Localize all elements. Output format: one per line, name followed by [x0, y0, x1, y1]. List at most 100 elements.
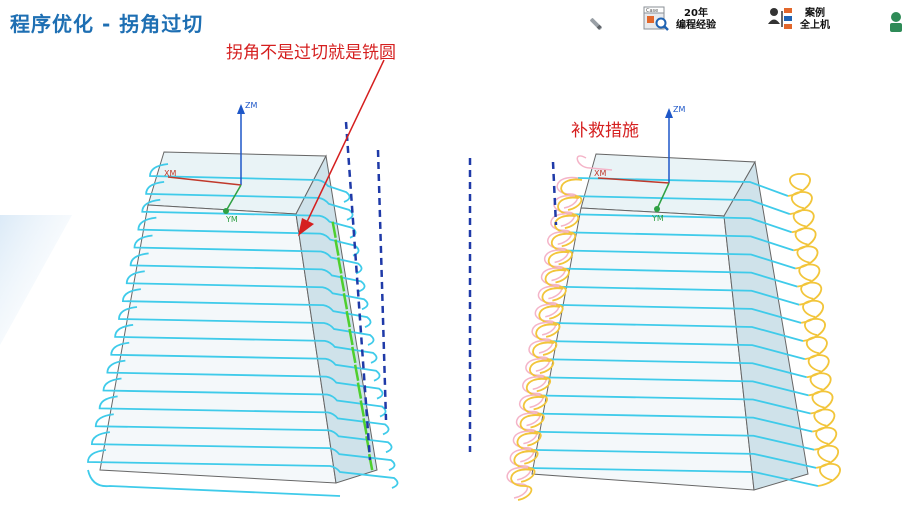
right-y-label: YM	[651, 214, 664, 223]
right-pass	[571, 213, 793, 234]
left-annotation: 拐角不是过切就是铣圆	[226, 43, 396, 63]
left-z-label: ZM	[245, 101, 257, 110]
left-pass	[110, 341, 381, 382]
left-pass	[106, 359, 384, 400]
right-x-axis	[597, 177, 670, 184]
right-corner-loop	[791, 209, 815, 234]
left-pass	[137, 216, 360, 257]
right-pass	[527, 467, 819, 487]
left-pass	[141, 198, 357, 239]
page-title: 程序优化 - 拐角过切	[10, 12, 204, 36]
left-pass	[145, 180, 354, 221]
left-green-segment	[331, 221, 337, 238]
left-green-segment	[359, 400, 365, 417]
left-corner-loop-inner	[528, 339, 551, 372]
left-y-label: YM	[225, 215, 238, 224]
left-green-segment	[353, 364, 360, 381]
left-solid-side	[295, 154, 378, 484]
left-green-segment	[367, 453, 374, 471]
top-entry-loop	[576, 155, 613, 171]
left-corner-loop-inner	[522, 376, 544, 409]
left-green-segment	[339, 275, 346, 292]
right-corner-loop	[795, 245, 819, 270]
left-x-label: XM	[164, 169, 176, 178]
right-corner-loop	[808, 372, 832, 397]
right-pass	[540, 394, 811, 415]
left-corner-loop-inner	[547, 231, 569, 264]
right-corner-loop	[793, 227, 817, 252]
right-pass	[546, 358, 807, 379]
cases-button[interactable]: 案例 全上机	[766, 4, 830, 36]
left-y-axis	[225, 184, 242, 212]
left-corner-loop-inner	[512, 430, 535, 463]
left-exit-path	[87, 469, 341, 497]
left-corner-loop-inner	[540, 267, 563, 300]
cases-line2: 全上机	[800, 20, 830, 31]
left-green-segment	[345, 310, 351, 328]
left-green-segment	[362, 418, 368, 435]
right-y-axis	[656, 182, 670, 210]
left-corner-loop-inner	[525, 357, 547, 390]
experience-button[interactable]: Case 20年 编程经验	[642, 4, 716, 36]
right-dashed-line-2	[551, 161, 558, 226]
left-pass	[121, 288, 372, 328]
right-corner-loop	[806, 354, 830, 379]
left-green-segment	[351, 346, 357, 364]
left-pass	[87, 449, 399, 489]
left-pass	[118, 306, 375, 346]
left-pass	[114, 323, 378, 364]
right-corner-loop	[814, 426, 838, 451]
right-corner-loop	[810, 390, 834, 415]
left-green-segment	[334, 239, 340, 256]
left-pass	[133, 234, 363, 275]
right-corner-loop	[802, 318, 826, 342]
left-corner-loop-inner	[509, 448, 532, 481]
left-z-arrow	[237, 104, 245, 114]
right-pass	[562, 267, 798, 288]
extra-tool-icon[interactable]	[886, 10, 906, 34]
right-origin	[654, 206, 660, 212]
right-pass	[552, 322, 804, 342]
left-pass	[102, 377, 387, 418]
org-chart-icon	[766, 4, 794, 36]
left-green-segment	[348, 328, 354, 346]
right-corner-loop	[812, 408, 836, 433]
pencil-icon[interactable]	[586, 14, 606, 38]
right-pass	[531, 448, 817, 469]
left-solid	[99, 151, 378, 484]
left-origin	[223, 208, 229, 214]
right-pass	[556, 303, 802, 324]
left-corner-loop-inner	[550, 212, 572, 245]
left-green-segment	[342, 293, 349, 310]
right-pass	[568, 231, 794, 252]
left-pass	[94, 413, 393, 454]
left-corner-loop	[510, 468, 533, 501]
experience-line2: 编程经验	[676, 20, 716, 31]
left-dashed-line-2	[376, 149, 388, 421]
right-corner-loop	[804, 336, 828, 361]
right-corner-loop	[789, 191, 813, 216]
left-pass	[129, 252, 366, 293]
left-green-segment	[356, 382, 363, 399]
left-x-axis	[167, 176, 242, 186]
right-corner-loop	[800, 299, 824, 324]
right-corner-loop	[797, 263, 821, 288]
right-pass	[577, 177, 789, 197]
left-corner-loop-inner	[534, 303, 557, 336]
left-green-segment	[337, 257, 343, 274]
left-corner-loop-inner	[518, 394, 541, 427]
left-red-arrow	[298, 59, 385, 236]
left-pass	[149, 163, 351, 203]
case-badge: Case	[646, 8, 658, 14]
right-corner-loop	[787, 173, 811, 197]
right-corner-loops	[506, 155, 841, 501]
left-corner-loop-inner	[531, 321, 554, 354]
right-z-arrow	[665, 108, 673, 118]
left-corner-loop-inner	[543, 249, 566, 282]
background-shape	[0, 215, 72, 345]
experience-line1: 20年	[684, 8, 708, 19]
right-z-label: ZM	[673, 105, 685, 114]
right-pass	[537, 412, 813, 433]
right-pass	[543, 376, 809, 397]
left-pass	[98, 395, 390, 436]
